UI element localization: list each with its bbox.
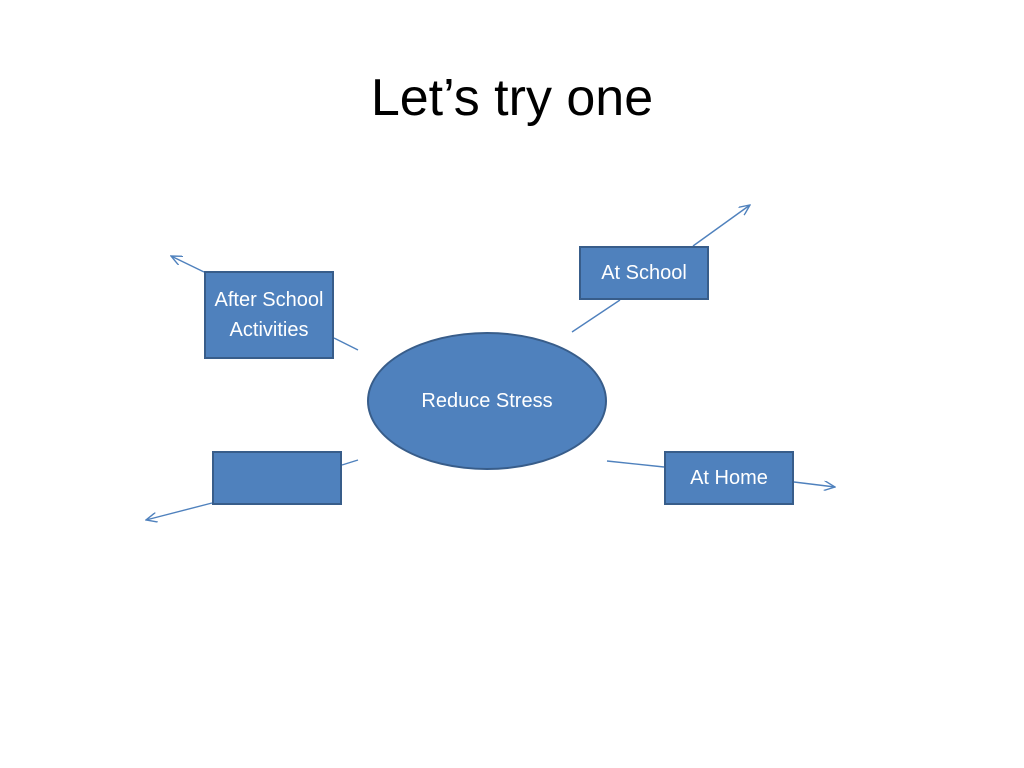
branch-node-empty[interactable] [212, 451, 342, 505]
branch-node-after-school-activities[interactable]: After School Activities [204, 271, 334, 359]
connector-center-to-at-school [571, 299, 621, 333]
branch-node-label: After School Activities [214, 289, 324, 341]
branch-node-label: At School [601, 262, 687, 284]
arrow-at-home-outward [793, 482, 835, 487]
branch-node-at-home[interactable]: At Home [664, 451, 794, 505]
center-node-reduce-stress[interactable]: Reduce Stress [367, 332, 607, 470]
arrow-at-school-outward [692, 205, 750, 247]
connector-center-to-empty [341, 459, 359, 466]
branch-node-label: At Home [690, 467, 768, 489]
slide-title: Let’s try one [370, 69, 654, 127]
connector-center-to-after-school [333, 337, 359, 351]
branch-node-at-school[interactable]: At School [579, 246, 709, 300]
arrow-empty-outward [146, 502, 213, 520]
connector-center-to-at-home [606, 460, 665, 468]
arrow-after-school-outward [171, 256, 205, 273]
center-node-label: Reduce Stress [421, 390, 553, 412]
